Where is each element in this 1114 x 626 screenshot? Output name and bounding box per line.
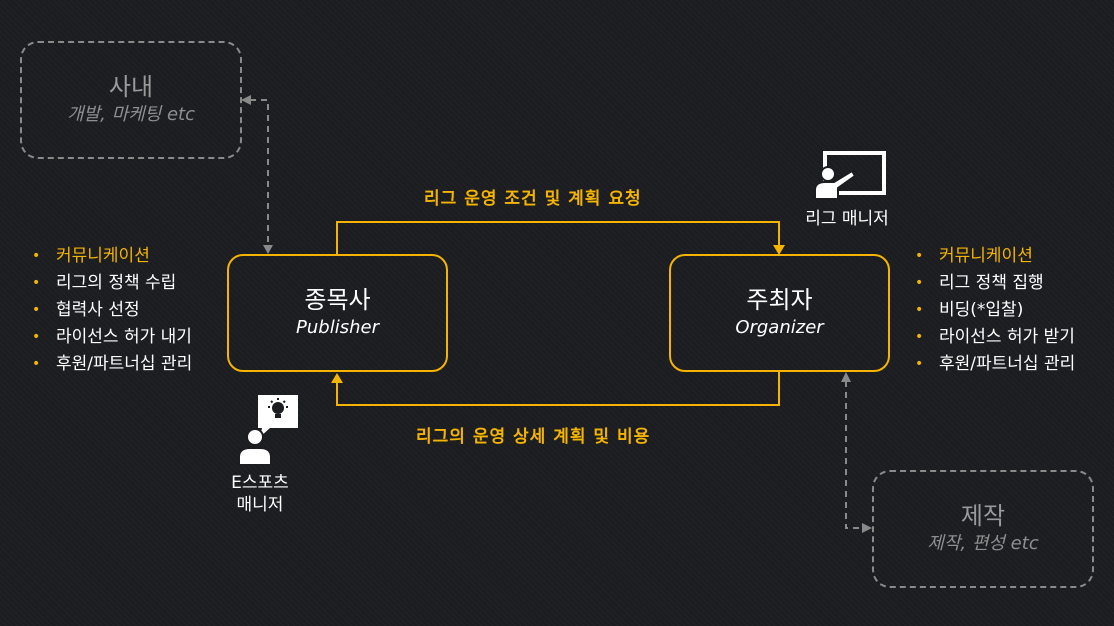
detail-flow-label: 리그의 운영 상세 계획 및 비용 — [416, 427, 651, 447]
list-item: 라이선스 허가 받기 — [913, 324, 1075, 351]
list-item: 후원/파트너십 관리 — [913, 351, 1075, 378]
list-item: 협력사 선정 — [30, 297, 192, 324]
publisher-box: 종목사 Publisher — [227, 254, 448, 372]
publisher-title: 종목사 — [304, 286, 371, 314]
organizer-duties-list: 커뮤니케이션 리그 정책 집행 비딩(*입찰) 라이선스 허가 받기 후원/파트… — [913, 243, 1075, 378]
list-item: 리그의 정책 수립 — [30, 270, 192, 297]
publisher-subtitle: Publisher — [296, 317, 379, 338]
production-title: 제작 — [960, 502, 1006, 530]
esports-manager-label-line2: 매니저 — [236, 495, 284, 515]
request-flow-arrow — [336, 221, 780, 256]
publisher-duties-list: 커뮤니케이션 리그의 정책 수립 협력사 선정 라이선스 허가 내기 후원/파트… — [30, 243, 192, 378]
list-item: 커뮤니케이션 — [30, 243, 192, 270]
production-subtitle: 제작, 편성 etc — [927, 533, 1039, 554]
production-box: 제작 제작, 편성 etc — [872, 470, 1094, 588]
inhouse-title: 사내 — [108, 73, 154, 101]
inhouse-box: 사내 개발, 마케팅 etc — [20, 41, 242, 159]
organizer-subtitle: Organizer — [735, 317, 824, 338]
esports-manager-label-line1: E스포츠 — [231, 473, 289, 493]
organizer-box: 주최자 Organizer — [669, 254, 890, 372]
organizer-title: 주최자 — [746, 286, 813, 314]
esports-manager-label: E스포츠 매니저 — [205, 472, 315, 516]
list-item: 비딩(*입찰) — [913, 297, 1075, 324]
presenter-icon — [814, 151, 886, 200]
list-item: 후원/파트너십 관리 — [30, 351, 192, 378]
list-item: 커뮤니케이션 — [913, 243, 1075, 270]
request-flow-label: 리그 운영 조건 및 계획 요청 — [424, 189, 642, 209]
inhouse-link — [250, 99, 269, 246]
list-item: 라이선스 허가 내기 — [30, 324, 192, 351]
production-link — [845, 381, 862, 529]
inhouse-subtitle: 개발, 마케팅 etc — [67, 104, 195, 125]
league-manager-label: 리그 매니저 — [805, 209, 889, 229]
list-item: 리그 정책 집행 — [913, 270, 1075, 297]
person-idea-icon — [238, 395, 298, 465]
detail-flow-arrow — [336, 371, 780, 406]
